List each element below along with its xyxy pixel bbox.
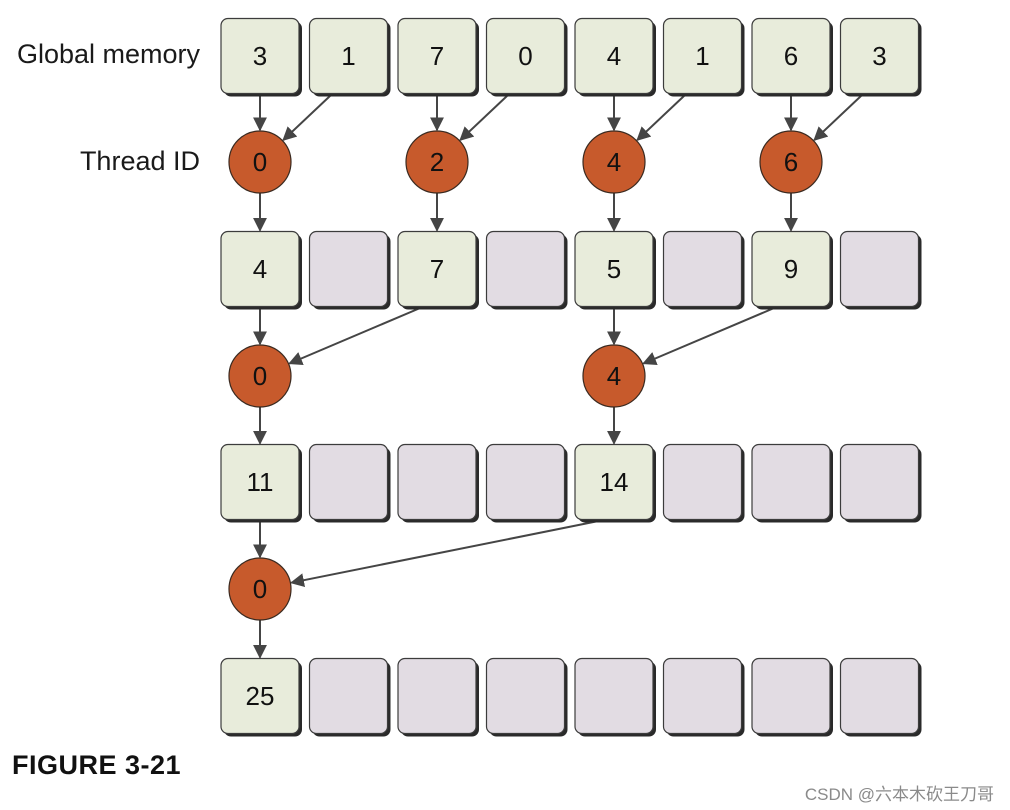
- cell-value: 5: [607, 254, 621, 284]
- thread-id-value: 6: [784, 147, 798, 177]
- cell-value: 3: [872, 41, 886, 71]
- thread-id-value: 2: [430, 147, 444, 177]
- thread-id-value: 4: [607, 147, 621, 177]
- thread-node: 4: [582, 130, 646, 194]
- memory-cell-empty: [485, 230, 568, 310]
- memory-cell: 0: [485, 17, 568, 97]
- watermark: CSDN @六本木砍王刀哥: [804, 785, 994, 804]
- memory-cell-empty: [751, 657, 833, 737]
- arrow-partner: [642, 307, 774, 366]
- memory-cell-empty: [662, 443, 745, 523]
- memory-cell-empty: [839, 657, 922, 737]
- arrow-partner: [459, 94, 509, 142]
- memory-cell-empty: [839, 443, 922, 523]
- memory-cell-empty: [662, 657, 745, 737]
- thread-id-value: 4: [607, 361, 621, 391]
- arrow-partner: [813, 94, 863, 142]
- memory-cell: 3: [220, 17, 302, 97]
- cell-value: 9: [784, 254, 798, 284]
- cell-value: 25: [246, 681, 275, 711]
- memory-cell-empty: [839, 230, 922, 310]
- memory-cell-empty: [574, 657, 656, 737]
- memory-cell-empty: [397, 657, 479, 737]
- thread-id-value: 0: [253, 361, 267, 391]
- memory-cell: 1: [308, 17, 391, 97]
- memory-cell: 7: [397, 17, 479, 97]
- thread-node: 0: [228, 557, 292, 621]
- cell-value: 1: [695, 41, 709, 71]
- thread-id-label: Thread ID: [79, 146, 200, 176]
- figure-caption: FIGURE 3-21: [12, 750, 182, 780]
- cell-value: 6: [784, 41, 798, 71]
- cell-value: 4: [607, 41, 621, 71]
- memory-cell: 5: [574, 230, 656, 310]
- memory-cell-empty: [662, 230, 745, 310]
- memory-cell: 6: [751, 17, 833, 97]
- global-memory-label: Global memory: [16, 39, 200, 69]
- thread-node: 4: [582, 344, 646, 408]
- thread-id-value: 0: [253, 147, 267, 177]
- memory-cell: 25: [220, 657, 302, 737]
- arrow-partner: [636, 94, 686, 142]
- memory-cell: 7: [397, 230, 479, 310]
- cell-value: 1: [341, 41, 355, 71]
- memory-cell-empty: [308, 657, 391, 737]
- memory-cell-empty: [751, 443, 833, 523]
- memory-cell: 14: [574, 443, 656, 523]
- memory-cell: 1: [662, 17, 745, 97]
- arrow-partner: [288, 307, 420, 366]
- memory-cell-empty: [308, 443, 391, 523]
- memory-cell-empty: [308, 230, 391, 310]
- thread-id-value: 0: [253, 574, 267, 604]
- memory-cell: 4: [220, 230, 302, 310]
- cell-value: 7: [430, 254, 444, 284]
- thread-node: 0: [228, 130, 292, 194]
- memory-cell-empty: [397, 443, 479, 523]
- arrow-partner: [290, 520, 597, 588]
- thread-node: 2: [405, 130, 469, 194]
- cell-value: 14: [600, 467, 629, 497]
- cell-value: 3: [253, 41, 267, 71]
- cell-value: 11: [247, 467, 274, 497]
- memory-cell: 9: [751, 230, 833, 310]
- cell-value: 0: [518, 41, 532, 71]
- cell-value: 4: [253, 254, 267, 284]
- arrow-partner: [282, 94, 332, 142]
- memory-cell: 4: [574, 17, 656, 97]
- thread-node: 6: [759, 130, 823, 194]
- memory-cell-empty: [485, 657, 568, 737]
- memory-cell: 3: [839, 17, 922, 97]
- memory-cell-empty: [485, 443, 568, 523]
- cell-value: 7: [430, 41, 444, 71]
- thread-node: 0: [228, 344, 292, 408]
- memory-cell: 11: [220, 443, 302, 523]
